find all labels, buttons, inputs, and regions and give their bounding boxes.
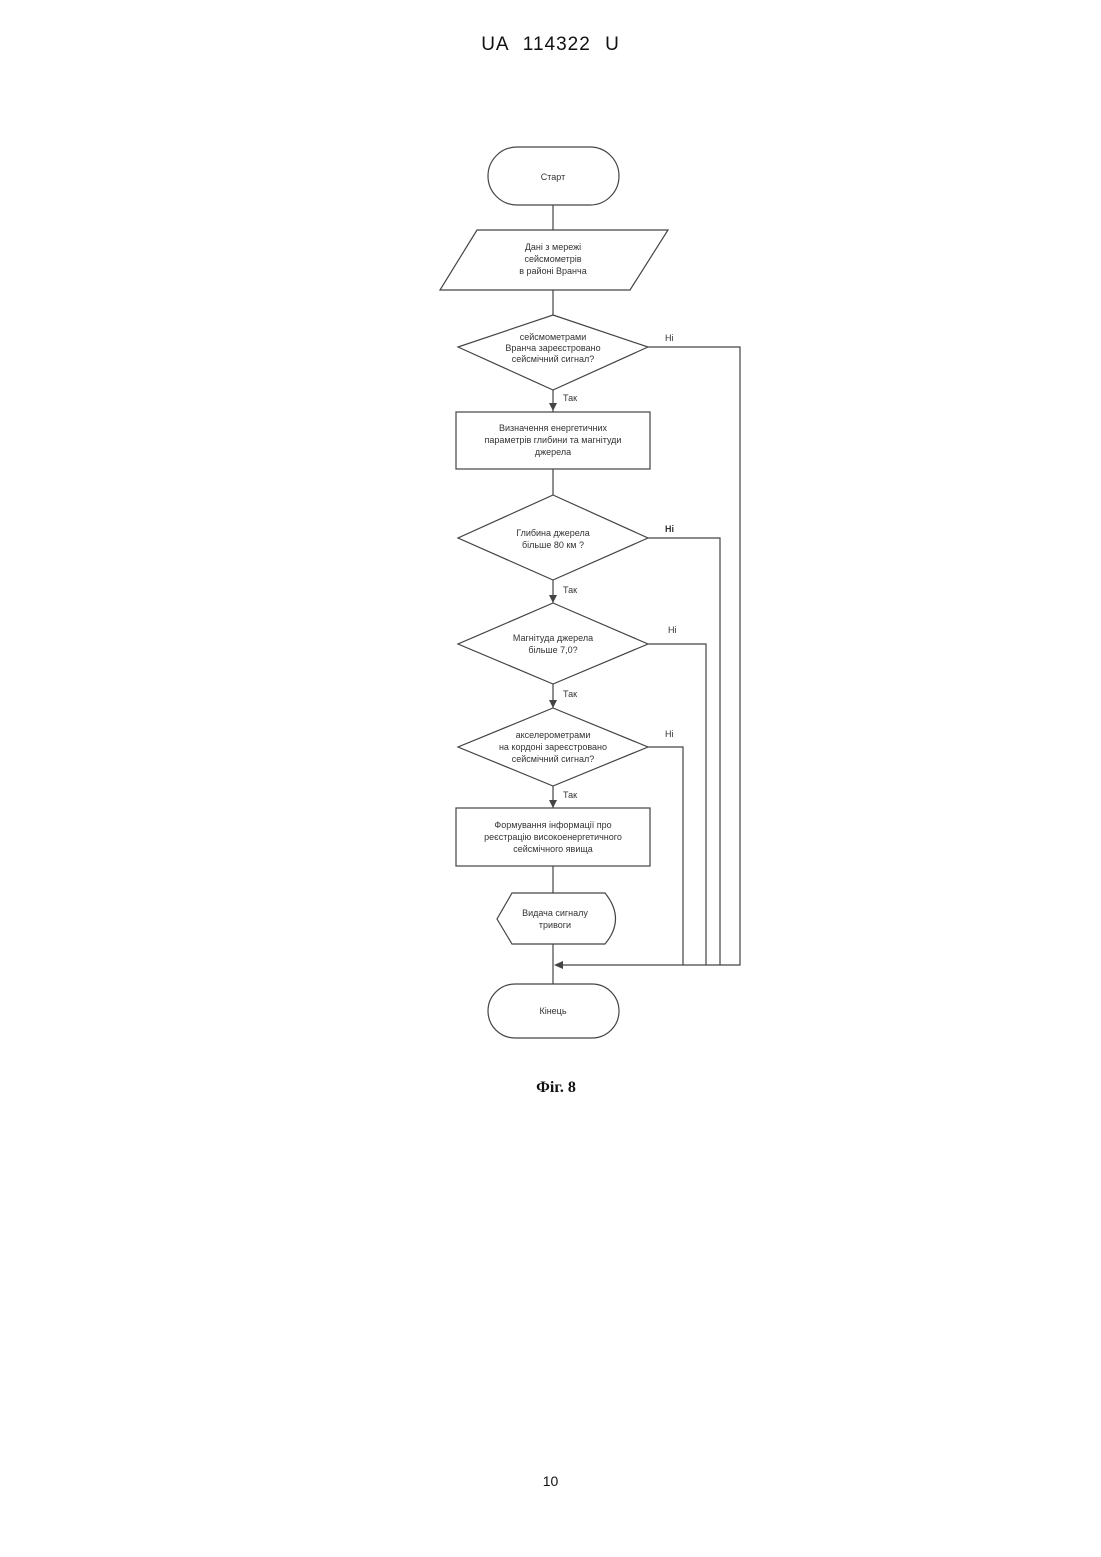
decision-3-yes-label: Так [563,689,577,699]
arrowhead [549,700,557,708]
page-number: 10 [0,1473,1101,1489]
output-line-2: тривоги [539,920,571,930]
decision-1-line-3: сейсмічний сигнал? [512,354,594,364]
no-branch-3 [648,644,706,965]
decision-4-no-label: Ні [665,729,674,739]
process-2-line-1: Формування інформації про [494,820,611,830]
process-2: Формування інформації про реєстрацію вис… [456,808,650,866]
arrowhead [549,800,557,808]
input-line-1: Дані з мережі [525,242,581,252]
decision-4: акселерометрами на кордоні зареєстровано… [458,708,648,786]
process-2-line-2: реєстрацію високоенергетичного [484,832,622,842]
process-1-line-2: параметрів глибини та магнітуди [485,435,622,445]
output-line-1: Видача сигналу [522,908,588,918]
decision-2: Глибина джерела більше 80 км ? [458,495,648,580]
decision-3-no-label: Ні [668,625,677,635]
start-terminator: Старт [488,147,619,205]
output-display: Видача сигналу тривоги [497,893,616,944]
figure-caption: Фіг. 8 [536,1079,576,1096]
decision-1-yes-label: Так [563,393,577,403]
decision-4-line-1: акселерометрами [516,730,591,740]
decision-2-no-label: Ні [665,524,674,534]
decision-3-line-2: більше 7,0? [528,645,577,655]
connectors [553,205,740,984]
no-branch-2 [648,538,720,965]
decision-1-no-label: Ні [665,333,674,343]
decision-4-line-2: на кордоні зареєстровано [499,742,607,752]
arrowhead [554,961,563,969]
process-2-line-3: сейсмічного явища [513,844,593,854]
decision-3-line-1: Магнітуда джерела [513,633,593,643]
decision-2-yes-label: Так [563,585,577,595]
arrowheads [549,403,563,969]
end-terminator: Кінець [488,984,619,1038]
no-branch-4 [648,747,683,965]
input-line-2: сейсмометрів [524,254,581,264]
start-label: Старт [541,172,565,182]
decision-4-yes-label: Так [563,790,577,800]
arrowhead [549,403,557,411]
decision-2-line-2: більше 80 км ? [522,540,584,550]
decision-2-line-1: Глибина джерела [516,528,590,538]
decision-3: Магнітуда джерела більше 7,0? [458,603,648,684]
arrowhead [549,595,557,603]
decision-1: сейсмометрами Вранча зареєстровано сейсм… [458,315,648,390]
input-data-box: Дані з мережі сейсмометрів в районі Вран… [440,230,668,290]
process-1-line-3: джерела [535,447,571,457]
input-line-3: в районі Вранча [519,266,586,276]
process-1: Визначення енергетичних параметрів глиби… [456,412,650,469]
decision-1-line-1: сейсмометрами [520,332,586,342]
process-1-line-1: Визначення енергетичних [499,423,608,433]
end-label: Кінець [539,1006,566,1016]
decision-4-line-3: сейсмічний сигнал? [512,754,594,764]
decision-1-line-2: Вранча зареєстровано [505,343,600,353]
